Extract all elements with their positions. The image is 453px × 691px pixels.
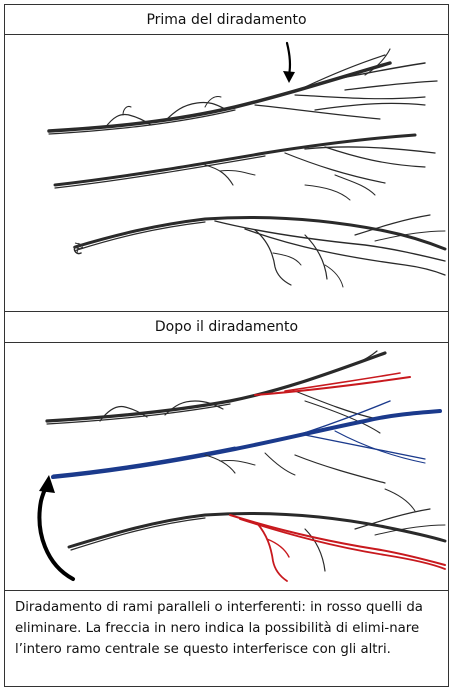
central-twigs	[205, 453, 385, 483]
figure-frame: Prima del diradamento	[4, 4, 449, 687]
caption: Diradamento di rami paralleli o interfer…	[5, 590, 448, 688]
before-title: Prima del diradamento	[5, 5, 448, 35]
bottom-branch-after	[69, 489, 445, 571]
after-illustration	[5, 343, 448, 590]
top-branch-after	[47, 351, 385, 433]
before-panel	[5, 35, 448, 311]
after-title: Dopo il diradamento	[5, 311, 448, 343]
removed-bottom	[230, 515, 445, 581]
curved-arrow-icon	[39, 475, 73, 579]
central-branch[interactable]	[53, 401, 440, 477]
bottom-branch	[74, 215, 445, 287]
after-panel	[5, 343, 448, 590]
middle-branch	[55, 135, 435, 200]
top-branch	[49, 49, 437, 134]
arrow-icon	[283, 43, 295, 83]
removed-top	[255, 373, 410, 395]
before-illustration	[5, 35, 448, 311]
